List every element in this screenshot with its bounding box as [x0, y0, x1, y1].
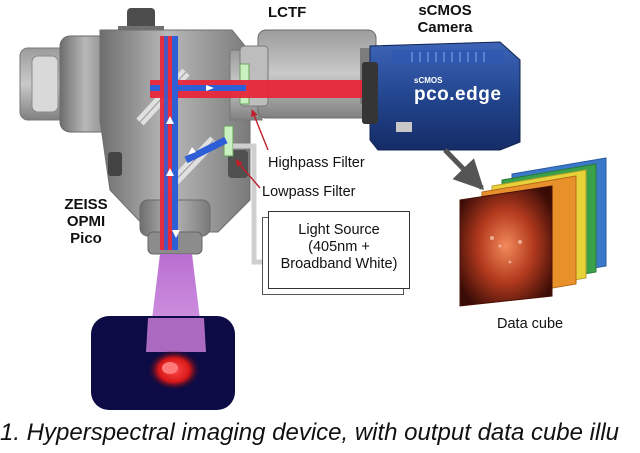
highpass-filter-label: Highpass Filter [268, 155, 365, 171]
lctf-filter [239, 29, 380, 119]
camera-brand: sCMOS pco.edge [414, 76, 501, 105]
data-cube [459, 157, 607, 307]
light-source-line1: Light Source [298, 222, 380, 238]
zeiss-label-line2: OPMI [66, 213, 106, 230]
light-source-box: Light Source (405nm + Broadband White) [268, 211, 410, 289]
sample-image [91, 316, 235, 410]
camera-brand-small: sCMOS [414, 76, 443, 85]
zeiss-label-line1: ZEISS [64, 196, 108, 213]
light-source-line2: (405nm + [308, 239, 370, 255]
scmos-camera [362, 41, 521, 151]
data-flow-arrow [443, 148, 485, 191]
lctf-label: LCTF [268, 4, 307, 21]
zeiss-label-line3: Pico [70, 230, 102, 247]
zeiss-label: ZEISS OPMI Pico [56, 196, 116, 247]
optical-beams [150, 36, 362, 250]
highpass-pointer [251, 109, 269, 151]
camera-brand-logo: pco.edge [414, 84, 502, 105]
camera-label-line2: Camera [417, 19, 473, 36]
light-source-label: Light Source (405nm + Broadband White) [269, 212, 409, 273]
light-source-line3: Broadband White) [280, 256, 398, 272]
lowpass-pointer [235, 159, 261, 189]
camera-label: sCMOS Camera [404, 2, 486, 36]
figure-caption: 1. Hyperspectral imaging device, with ou… [0, 419, 620, 446]
data-cube-label: Data cube [497, 316, 564, 332]
camera-label-line1: sCMOS [418, 2, 472, 19]
lowpass-filter-label: Lowpass Filter [262, 184, 356, 200]
